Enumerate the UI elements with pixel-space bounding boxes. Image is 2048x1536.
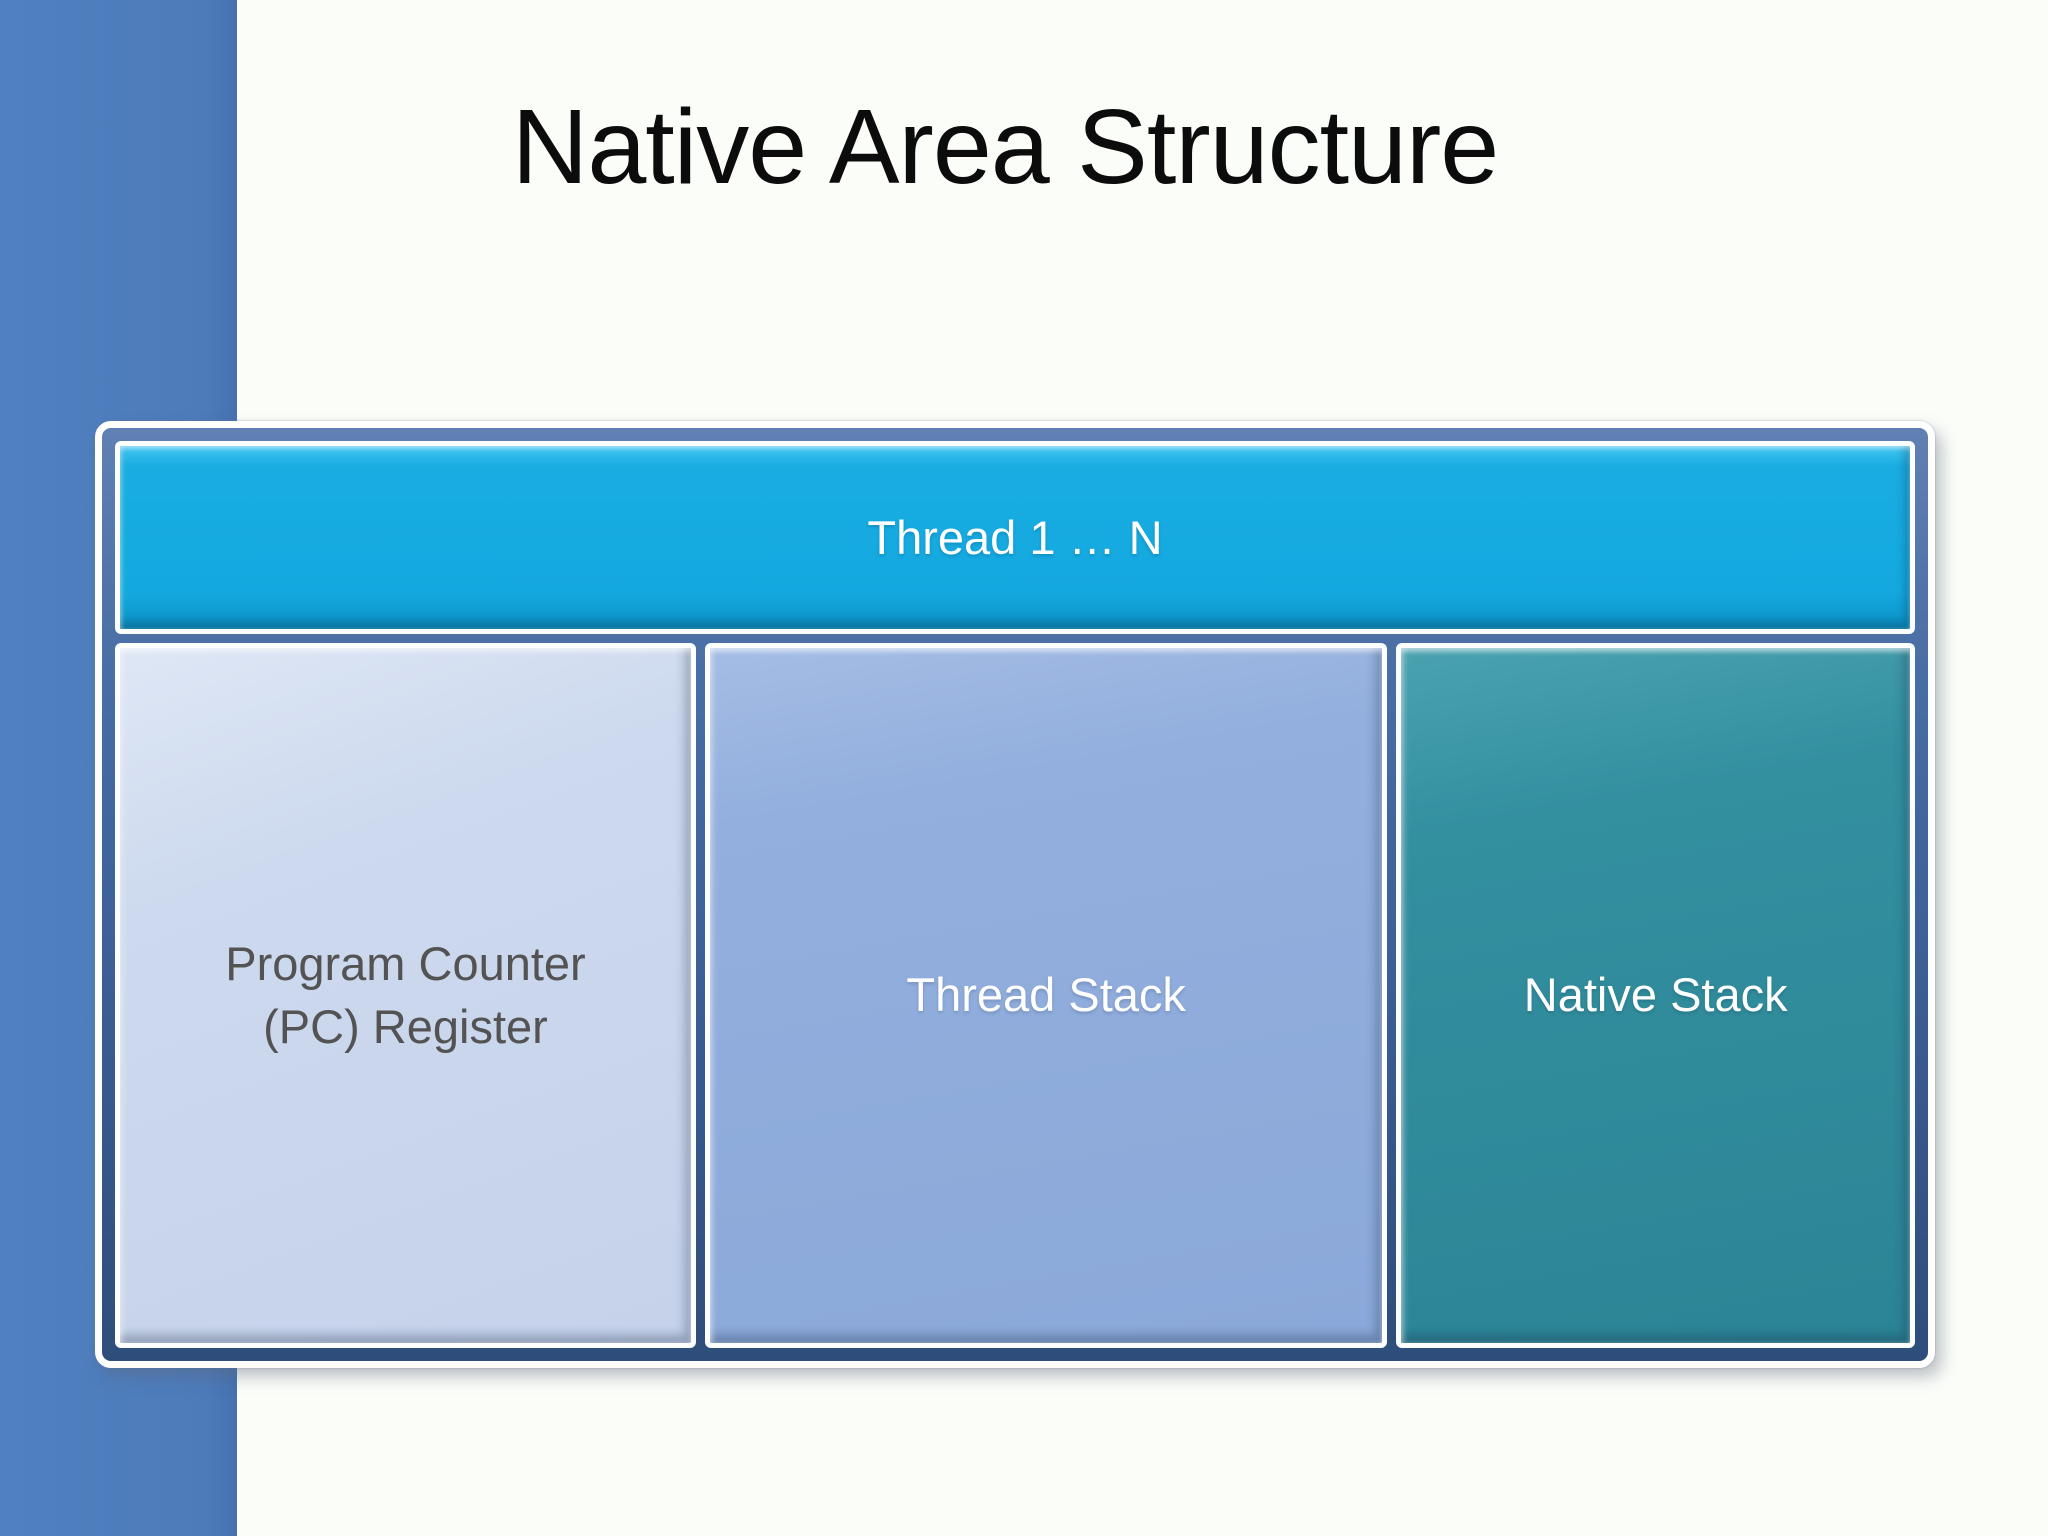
program-counter-label: Program Counter (PC) Register	[225, 937, 586, 1053]
slide-title: Native Area Structure	[511, 88, 1499, 206]
thread-stack-box: Thread Stack	[704, 643, 1388, 1348]
thread-bar: Thread 1 … N	[115, 441, 1915, 634]
native-stack-label: Native Stack	[1523, 968, 1788, 1022]
structure-row: Program Counter (PC) Register Thread Sta…	[115, 643, 1915, 1348]
program-counter-box: Program Counter (PC) Register	[115, 643, 696, 1348]
thread-bar-label: Thread 1 … N	[867, 511, 1163, 564]
native-area-diagram: Thread 1 … N Program Counter (PC) Regist…	[95, 421, 1935, 1368]
thread-stack-label: Thread Stack	[906, 968, 1186, 1022]
native-stack-box: Native Stack	[1396, 643, 1915, 1348]
